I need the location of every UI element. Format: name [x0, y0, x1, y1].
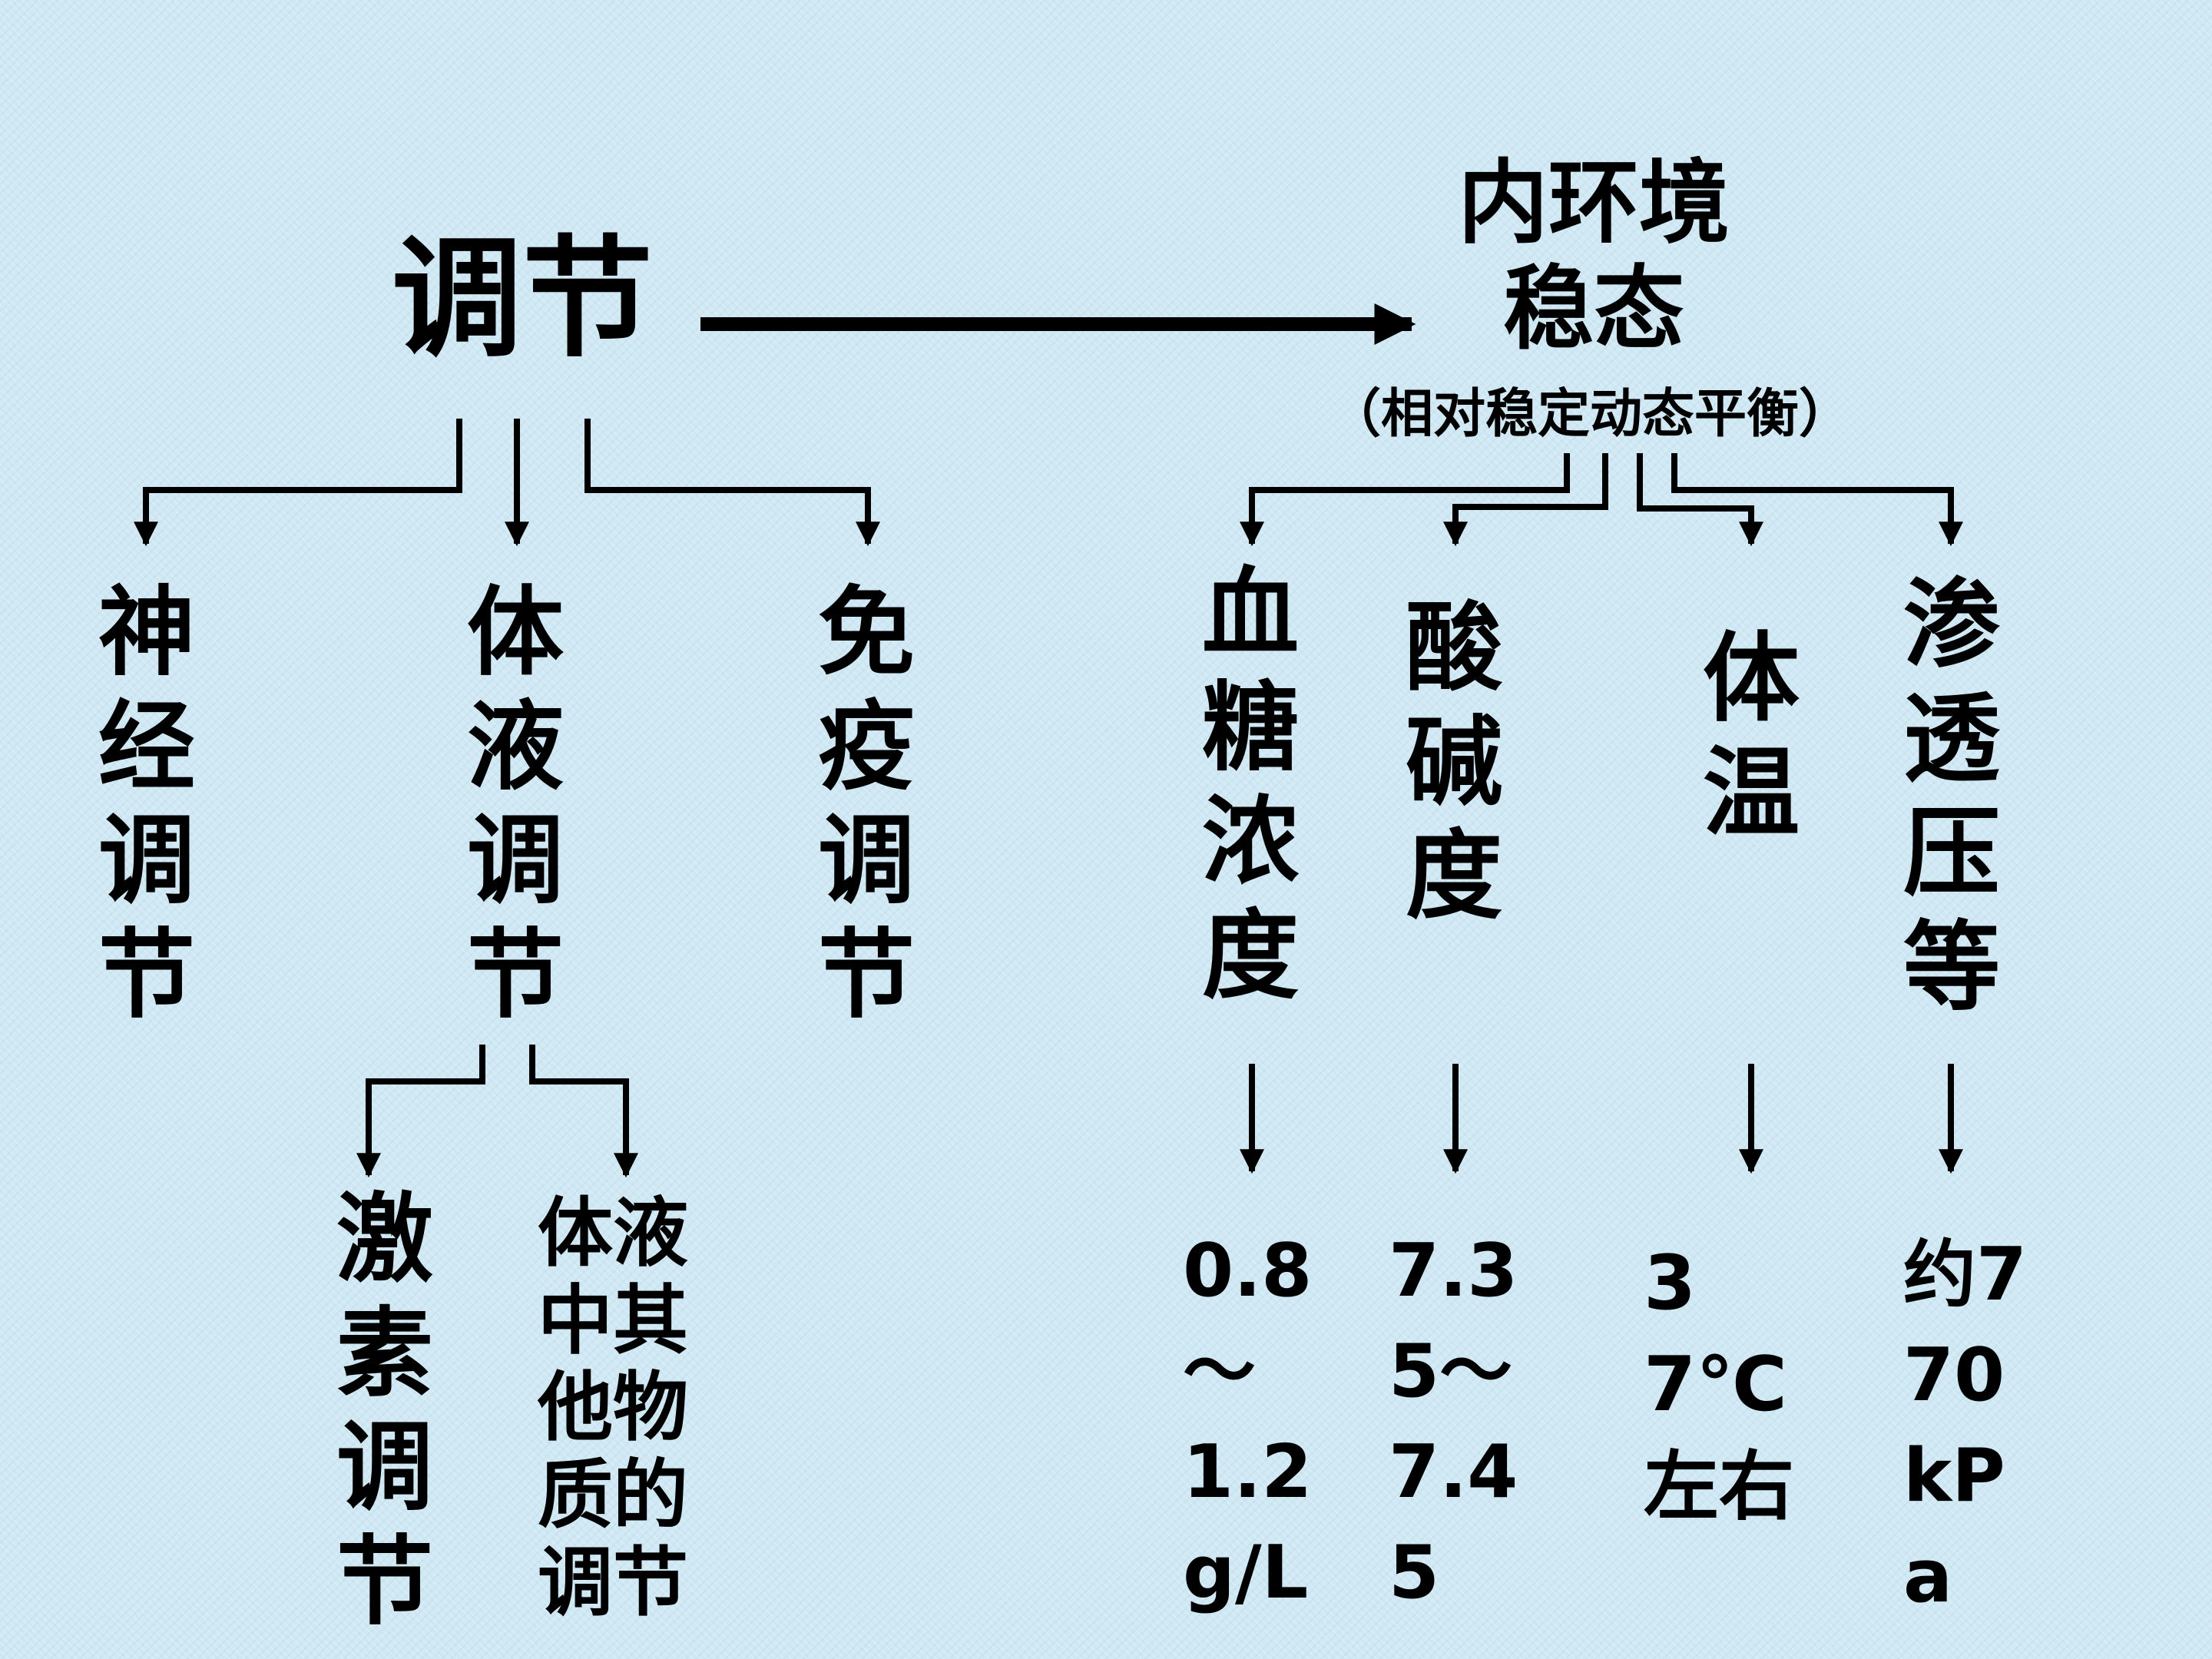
arrow-to-ph: [1443, 453, 1608, 547]
arrow-to-neural: [134, 419, 462, 547]
value-ph: 7.35～7.45: [1389, 1229, 1518, 1616]
arrow-to-blood-sugar: [1240, 453, 1570, 547]
value-blood-sugar: 0.8～1.2g/L: [1183, 1229, 1313, 1616]
arrow-to-temperature: [1637, 453, 1763, 547]
node-humoral-regulation: 体液调节: [467, 576, 564, 1032]
main-node-regulation: 调节: [392, 224, 654, 376]
target-node-homeostasis: 内环境稳态: [1457, 150, 1730, 363]
value-body-temperature: 37℃左右: [1644, 1240, 1795, 1531]
value-osmotic-pressure: 约770kPa: [1903, 1233, 2028, 1620]
arrow-to-osmotic: [1671, 453, 1963, 547]
node-blood-sugar: 血糖浓度: [1202, 557, 1299, 1013]
node-body-temperature: 体温: [1703, 622, 1800, 849]
node-immune-regulation: 免疫调节: [818, 576, 915, 1032]
arrow-to-hormone: [356, 1045, 485, 1178]
node-neural-regulation: 神经调节: [98, 576, 195, 1032]
node-hormone-regulation: 激素调节: [336, 1183, 433, 1639]
target-note: （相对稳定动态平衡）: [1329, 384, 1852, 445]
arrow-to-immune: [584, 419, 880, 547]
node-osmotic-pressure: 渗透压等: [1903, 568, 2000, 1025]
node-other-substance-regulation: 体液中其他物质的调节: [538, 1190, 689, 1627]
node-ph: 酸碱度: [1406, 591, 1502, 933]
arrow-to-other-substances: [529, 1045, 638, 1178]
